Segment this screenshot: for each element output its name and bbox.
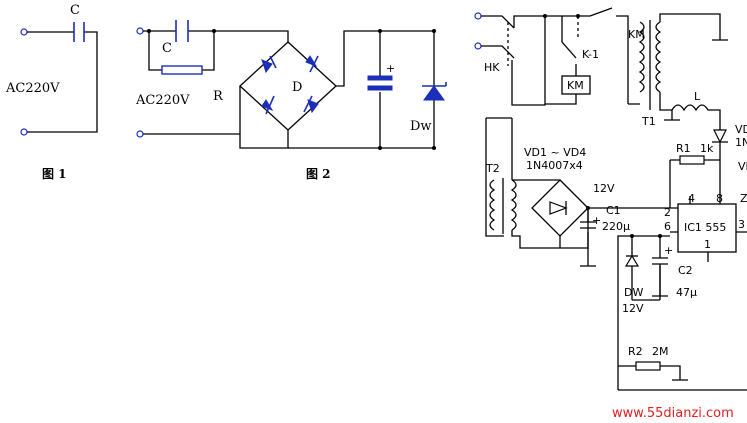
t1-secondary: [655, 21, 662, 93]
figure-1: C AC220V 图 1: [5, 3, 98, 181]
t1-label: T1: [641, 115, 656, 128]
t2-secondary: [510, 179, 517, 231]
c1-capacitor: [580, 221, 596, 229]
diode-vd: [713, 129, 727, 144]
pin-2: 2: [664, 206, 671, 219]
pin-6: 6: [664, 220, 671, 233]
fig1-cap-label: C: [70, 3, 80, 18]
k1-contact: [561, 16, 577, 76]
pin-3: 3: [738, 218, 745, 231]
k1-label: K-1: [582, 48, 599, 61]
r2-value: 2M: [652, 345, 669, 358]
fig2-electrolytic-plate-bottom: [367, 85, 393, 91]
vd-label: VD: [735, 123, 747, 136]
dw-zener: [624, 254, 640, 267]
c1-label: C1: [606, 204, 621, 217]
c1-value: 220μ: [602, 220, 630, 233]
fig2-parallel-wire: [148, 31, 215, 71]
fig2-resistor-label: R: [213, 89, 224, 104]
c2-value: 47μ: [676, 286, 697, 299]
t1-primary: [638, 21, 645, 93]
figure-2: C R AC220V D + Dw 图 2: [135, 20, 447, 181]
fig2-source-label: AC220V: [135, 93, 190, 108]
c2-capacitor: [652, 257, 668, 265]
dw-value: 12V: [622, 302, 644, 315]
r1-label: R1: [676, 142, 691, 155]
inductor-l: [671, 104, 721, 130]
fig1-caption: 图 1: [42, 167, 67, 181]
vd-sub-label: 1N: [735, 136, 747, 149]
pin-1: 1: [704, 238, 711, 251]
fig2-bridge-label: D: [292, 80, 302, 95]
fig2-capacitor: [175, 20, 189, 42]
fig1-terminal-top: [20, 28, 28, 36]
relay-label: KM: [567, 79, 584, 92]
vd-range-label: VD1 ~ VD4: [524, 146, 586, 159]
hk-label: HK: [484, 61, 500, 74]
pin-8: 8: [716, 192, 723, 205]
c2-label: C2: [678, 264, 693, 277]
fig1-terminal-bottom: [20, 128, 28, 136]
fig2-terminal-top: [136, 27, 144, 35]
fig2-cap-label: C: [162, 41, 172, 56]
vi-edge-label: VI: [738, 160, 747, 173]
fig2-cap-polarity: +: [386, 62, 395, 75]
ic1-label: IC1 555: [684, 221, 726, 234]
z-edge-label: Z: [740, 192, 747, 205]
km-contact: [545, 7, 629, 104]
fig2-bridge: [239, 41, 337, 131]
fig2-caption: 图 2: [306, 167, 331, 181]
fig2-diode-4: [307, 99, 319, 114]
c1-plus: +: [592, 214, 601, 227]
t2-primary: [489, 179, 496, 231]
hk-switch: [481, 15, 515, 59]
ic1-555: [677, 203, 737, 253]
fig2-terminal-bottom: [136, 130, 144, 138]
figure-3: HK KM K-1 KM T1 L VD 1N VI T2: [474, 7, 747, 391]
c2-plus: +: [664, 244, 673, 257]
fig2-bottom-wire: [143, 86, 289, 149]
fig2-zener-diode: [423, 85, 445, 101]
fig1-wire: [27, 31, 98, 133]
t2-label: T2: [485, 162, 500, 175]
vd-part-label: 1N4007x4: [526, 159, 583, 172]
fig1-source-label: AC220V: [5, 81, 60, 96]
fig2-diode-1: [261, 59, 273, 74]
fig1-capacitor: [73, 22, 85, 42]
fig2-electrolytic-plate-top: [367, 75, 393, 81]
v12-label: 12V: [593, 182, 615, 195]
watermark: www.55dianzi.com: [612, 406, 734, 421]
inductor-label: L: [694, 90, 701, 103]
r2-label: R2: [628, 345, 643, 358]
fig2-zener-label: Dw: [410, 119, 432, 134]
fig2-output-wire: [288, 30, 435, 149]
r2-resistor: [635, 361, 661, 371]
r1-value: 1k: [700, 142, 714, 155]
r1-resistor: [679, 155, 705, 165]
dw-label: DW: [624, 286, 643, 299]
fig2-resistor: [161, 65, 203, 75]
pin-4: 4: [688, 192, 695, 205]
